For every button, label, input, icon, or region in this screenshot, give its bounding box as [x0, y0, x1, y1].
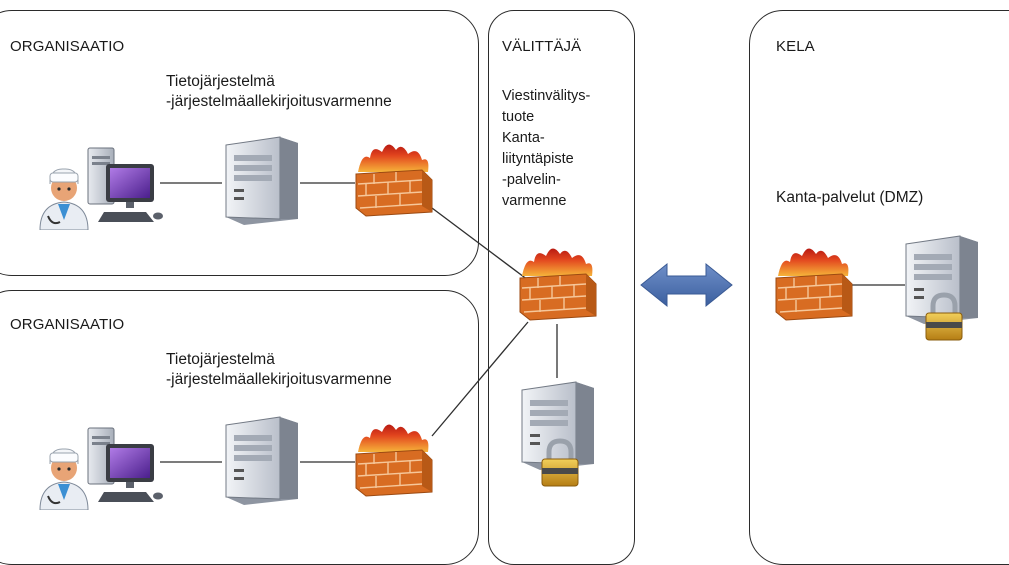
system-name: Tietojärjestelmä — [166, 351, 275, 368]
system-label-org1: Tietojärjestelmä -järjestelmäallekirjoit… — [166, 72, 392, 112]
kela-service-label: Kanta-palvelut (DMZ) — [776, 189, 924, 206]
padlock-icon — [538, 438, 582, 493]
system-name: Tietojärjestelmä — [166, 73, 275, 90]
system-certificate: -järjestelmäallekirjoitusvarmenne — [166, 371, 392, 388]
doctor-icon — [34, 440, 94, 515]
server-icon — [222, 413, 302, 510]
panel-title-valittaja: VÄLITTÄJÄ — [502, 38, 582, 55]
doctor-icon — [34, 160, 94, 235]
double-arrow-icon — [640, 262, 733, 308]
description-line: Kanta- — [502, 130, 545, 146]
valittaja-description: Viestinvälitys- tuote Kanta- liityntäpis… — [502, 86, 590, 212]
firewall-icon — [352, 138, 434, 223]
connector-line — [431, 321, 529, 437]
system-certificate: -järjestelmäallekirjoitusvarmenne — [166, 93, 392, 110]
panel-title-kela: KELA — [776, 38, 815, 55]
workstation-icon — [84, 422, 168, 511]
panel-title-org2: ORGANISAATIO — [10, 316, 125, 333]
description-line: tuote — [502, 109, 535, 125]
system-label-org2: Tietojärjestelmä -järjestelmäallekirjoit… — [166, 350, 392, 390]
firewall-icon — [772, 242, 854, 327]
firewall-icon — [352, 418, 434, 503]
firewall-icon — [516, 242, 598, 327]
connection-lines — [160, 182, 905, 463]
workstation-icon — [84, 142, 168, 231]
connector-line — [431, 207, 529, 281]
server-icon — [222, 133, 302, 230]
description-line: -palvelin- — [502, 172, 561, 188]
description-line: Viestinvälitys- — [502, 88, 591, 104]
padlock-icon — [922, 292, 966, 347]
description-line: liityntäpiste — [502, 151, 574, 167]
panel-title-org1: ORGANISAATIO — [10, 38, 125, 55]
description-line: varmenne — [502, 193, 567, 209]
